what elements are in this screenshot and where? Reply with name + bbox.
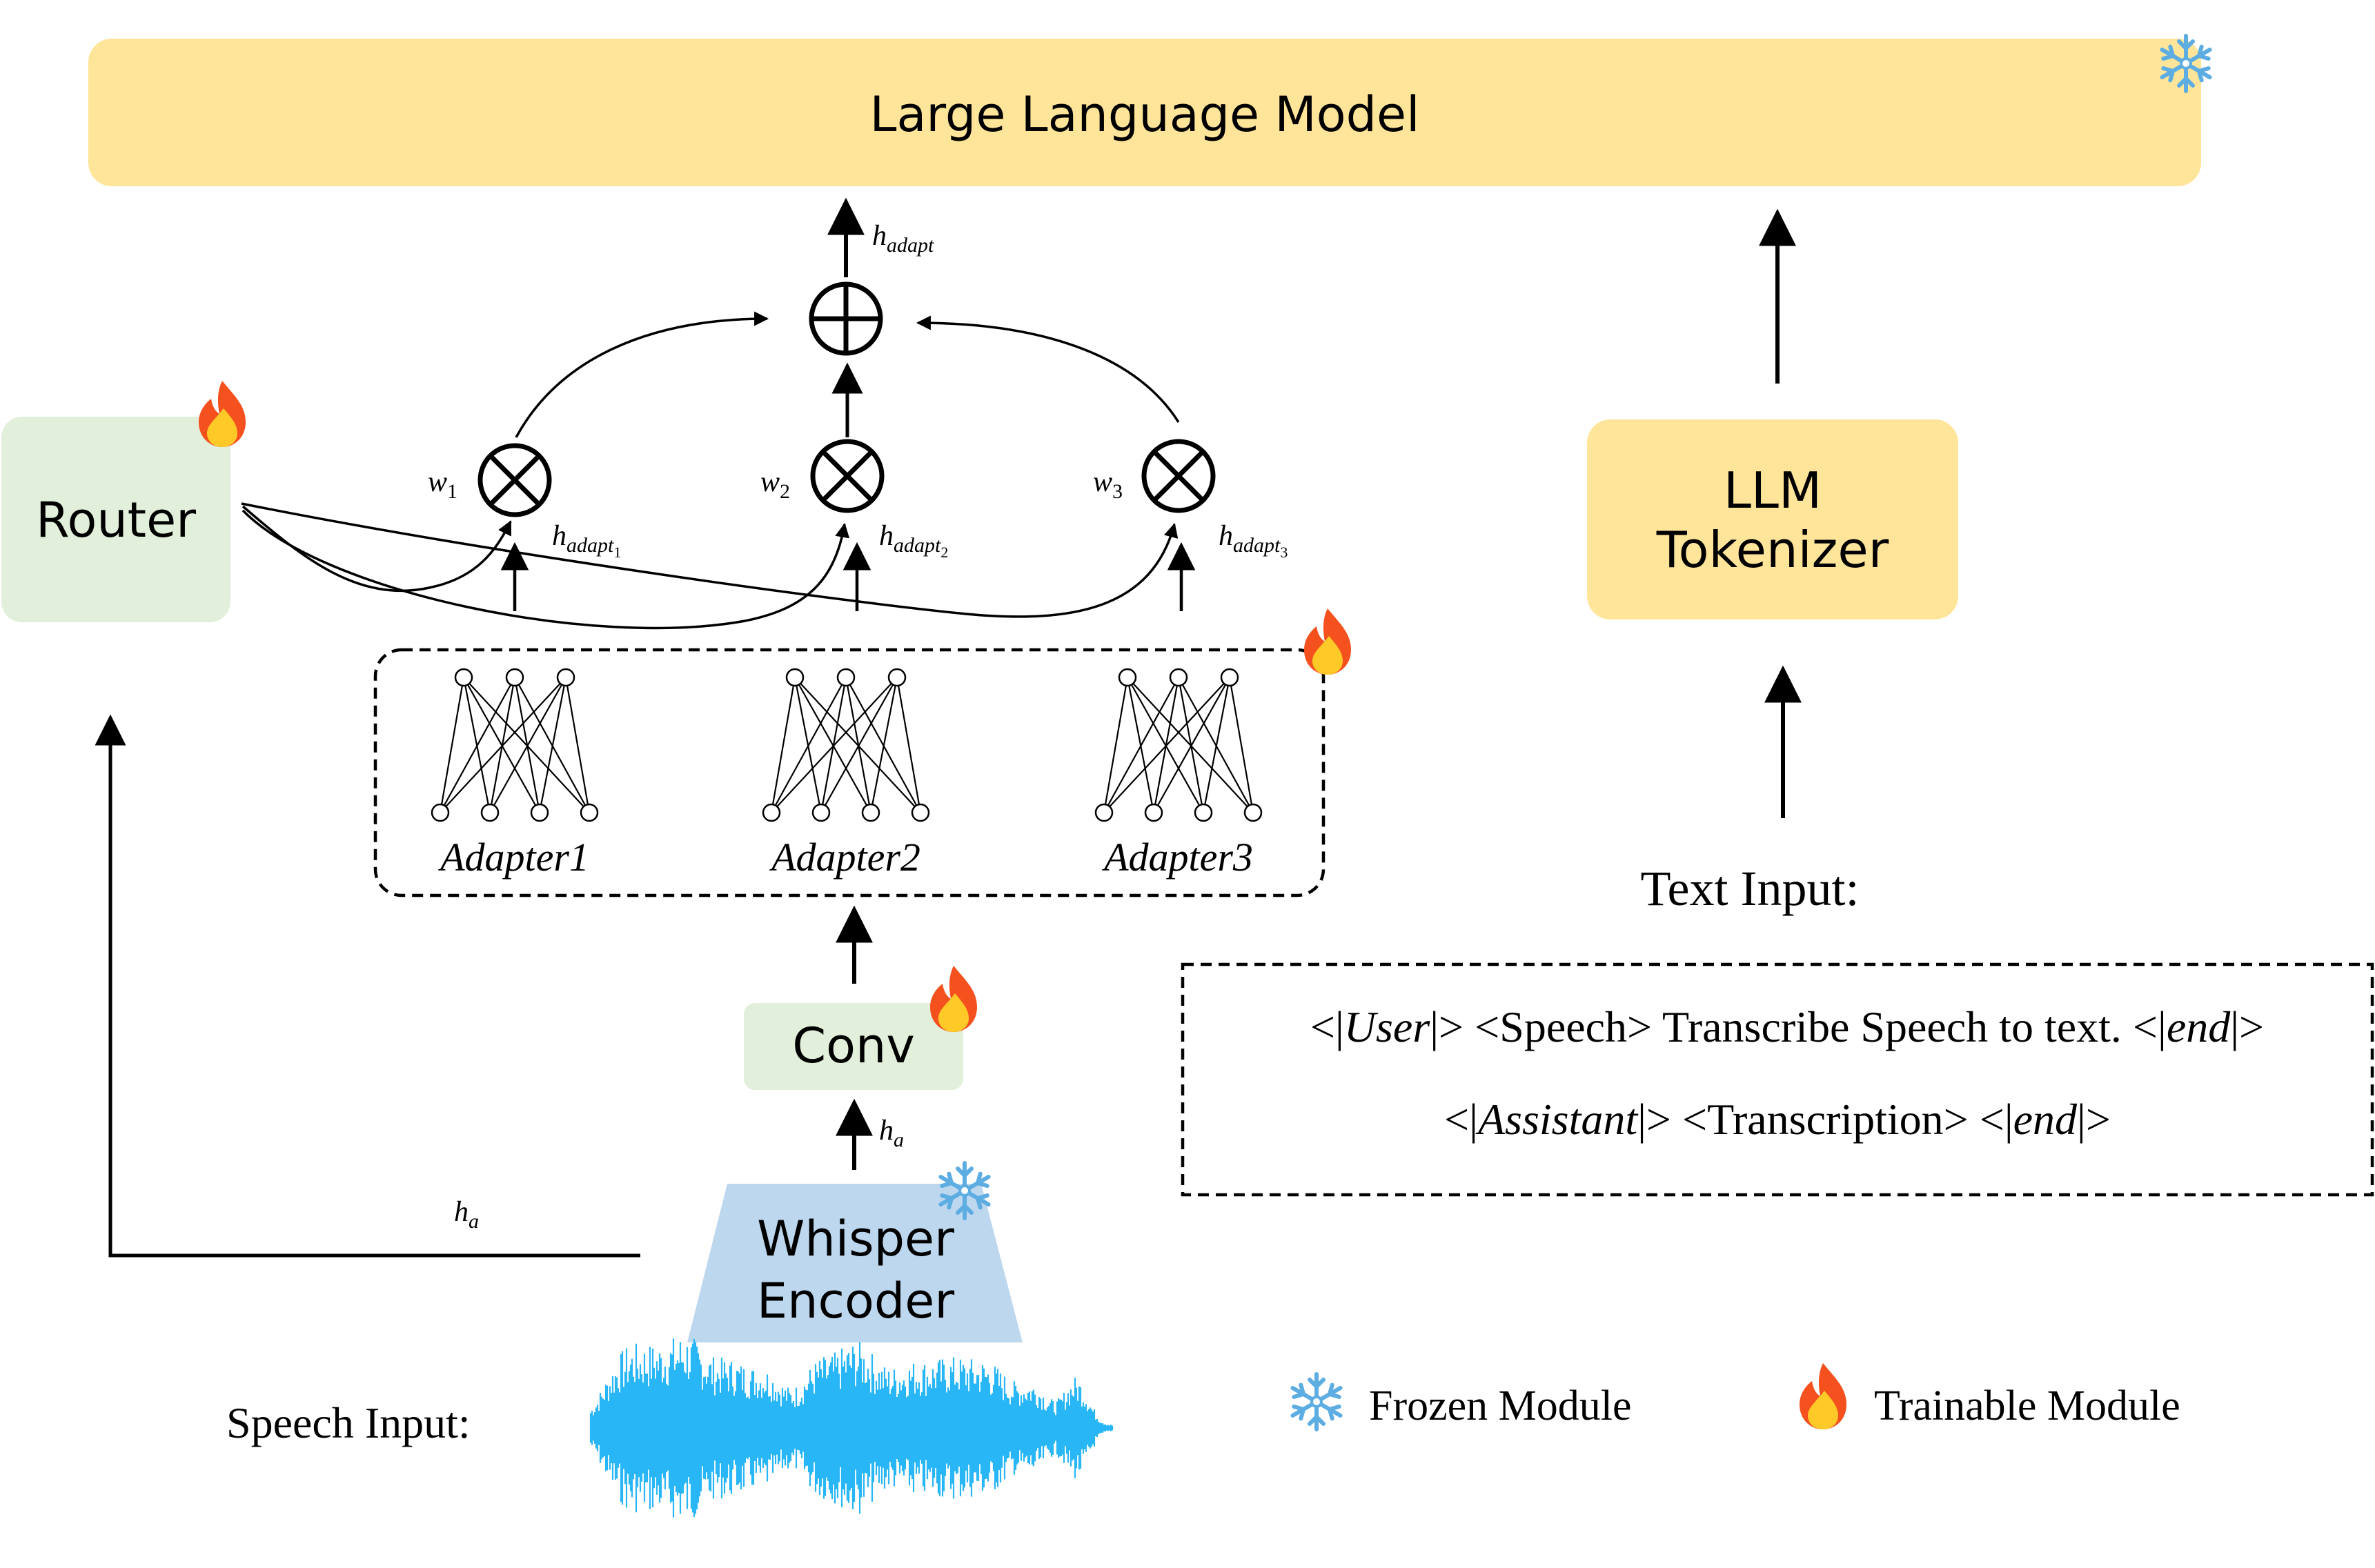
weight-label-2: w2 bbox=[760, 466, 790, 503]
adapter-label-3: Adapter3 bbox=[1101, 835, 1253, 880]
legend-trainable-label: Trainable Module bbox=[1874, 1382, 2180, 1429]
adapter-neuron bbox=[454, 668, 473, 687]
router-block: Router bbox=[1, 417, 230, 622]
adapter-neuron bbox=[911, 803, 930, 822]
adapter-neuron bbox=[811, 803, 831, 822]
legend-frozen-label: Frozen Module bbox=[1369, 1382, 1632, 1429]
router-label: Router bbox=[36, 492, 196, 548]
adapter-neuron bbox=[1118, 668, 1137, 687]
flame-icon bbox=[199, 381, 246, 447]
prompt-line-1: <|User|> <Speech> Transcribe Speech to t… bbox=[1310, 1002, 2264, 1051]
sum-node bbox=[809, 281, 883, 356]
adapter-neuron bbox=[1144, 803, 1163, 822]
adapter-neuron bbox=[836, 668, 856, 687]
adapter-connection bbox=[1228, 677, 1254, 813]
text-input-heading: Text Input: bbox=[1641, 861, 1860, 916]
whisper-encoder-block: Whisper Encoder bbox=[687, 1184, 1023, 1342]
adapter-connection bbox=[1103, 677, 1179, 813]
flame-icon bbox=[1800, 1363, 1846, 1429]
encoder-label-line1: Whisper bbox=[757, 1211, 954, 1267]
adapter-connection bbox=[1103, 677, 1129, 813]
adapter-connection bbox=[820, 677, 898, 813]
adapter-network-2 bbox=[762, 668, 930, 822]
adapter-output-label-2: hadapt2 bbox=[879, 520, 948, 561]
adapter-neuron bbox=[785, 668, 805, 687]
adapter-neuron bbox=[505, 668, 524, 687]
adapter-output-label-1: hadapt1 bbox=[552, 520, 621, 561]
arrow-mult1-to-sum bbox=[515, 311, 769, 438]
router-weight-arrow-3 bbox=[241, 502, 1179, 618]
adapter-label-2: Adapter2 bbox=[769, 835, 920, 880]
adapter-connection bbox=[538, 677, 567, 813]
adapter-network-1 bbox=[431, 668, 599, 822]
weight-label-1: w1 bbox=[428, 466, 457, 503]
adapter-connection bbox=[440, 677, 566, 813]
adapter-label-1: Adapter1 bbox=[437, 835, 589, 880]
adapter-connection bbox=[439, 677, 465, 813]
adapter-neuron bbox=[1220, 668, 1239, 687]
adapter-connection bbox=[869, 677, 898, 813]
adapter-connection bbox=[1202, 677, 1231, 813]
adapter-neuron bbox=[1243, 803, 1263, 822]
adapter-output-label-3: hadapt3 bbox=[1219, 520, 1288, 561]
snowflake-icon bbox=[1292, 1374, 1340, 1429]
adapter-neuron bbox=[431, 803, 450, 822]
encoder-label-line2: Encoder bbox=[757, 1273, 954, 1329]
speech-input-label: Speech Input: bbox=[226, 1398, 471, 1447]
llm-block: Large Language Model bbox=[88, 39, 2201, 186]
adapter-connection bbox=[1103, 677, 1230, 813]
flame-icon bbox=[930, 966, 977, 1032]
adapter-group bbox=[373, 648, 1326, 897]
adapter-neuron bbox=[887, 668, 907, 687]
multiply-node-2 bbox=[810, 439, 885, 513]
adapter-connection bbox=[489, 677, 566, 813]
adapter-connection bbox=[771, 677, 898, 813]
arrow-mult3-to-sum bbox=[916, 315, 1180, 423]
tokenizer-label-line2: Tokenizer bbox=[1656, 521, 1889, 579]
adapter-neuron bbox=[762, 803, 781, 822]
adapter-connection bbox=[770, 677, 796, 813]
adapter-connection bbox=[564, 677, 591, 813]
legend: Frozen Module Trainable Module bbox=[1292, 1363, 2180, 1429]
encoder-output-label: ha bbox=[879, 1115, 904, 1151]
adapter-network-3 bbox=[1094, 668, 1263, 822]
tokenizer-label-line1: LLM bbox=[1724, 462, 1822, 519]
conv-label: Conv bbox=[792, 1018, 915, 1074]
adapter-neuron bbox=[530, 803, 549, 822]
llm-title: Large Language Model bbox=[869, 86, 1419, 143]
weight-label-3: w3 bbox=[1093, 466, 1123, 503]
router-weight-arrow-2 bbox=[242, 509, 850, 630]
adapter-neuron bbox=[1169, 668, 1188, 687]
h-adapt-label: hadapt bbox=[872, 220, 934, 257]
adapter-neuron bbox=[480, 803, 500, 822]
multiply-node-1 bbox=[477, 443, 552, 517]
adapter-neuron bbox=[556, 668, 575, 687]
adapter-neuron bbox=[861, 803, 880, 822]
adapter-connection bbox=[896, 677, 922, 813]
adapter-connection bbox=[1153, 677, 1230, 813]
llm-tokenizer-block: LLM Tokenizer bbox=[1587, 419, 1958, 619]
adapter-networks bbox=[431, 668, 1263, 822]
prompt-line-2: <|Assistant|> <Transcription> <|end|> bbox=[1444, 1095, 2111, 1144]
adapter-connection bbox=[771, 677, 847, 813]
multiply-node-3 bbox=[1141, 439, 1216, 513]
conv-block: Conv bbox=[744, 1003, 963, 1090]
arrow-encoder-to-router bbox=[95, 714, 640, 1258]
flame-icon bbox=[1304, 608, 1351, 675]
adapter-connection bbox=[440, 677, 515, 813]
adapter-neuron bbox=[1094, 803, 1114, 822]
adapter-neuron bbox=[1194, 803, 1213, 822]
adapter-neuron bbox=[580, 803, 599, 822]
prompt-box bbox=[1181, 962, 2374, 1197]
speech-waveform bbox=[589, 1338, 1114, 1518]
router-input-label: ha bbox=[454, 1196, 479, 1233]
router-weight-arrow-1 bbox=[242, 505, 512, 592]
